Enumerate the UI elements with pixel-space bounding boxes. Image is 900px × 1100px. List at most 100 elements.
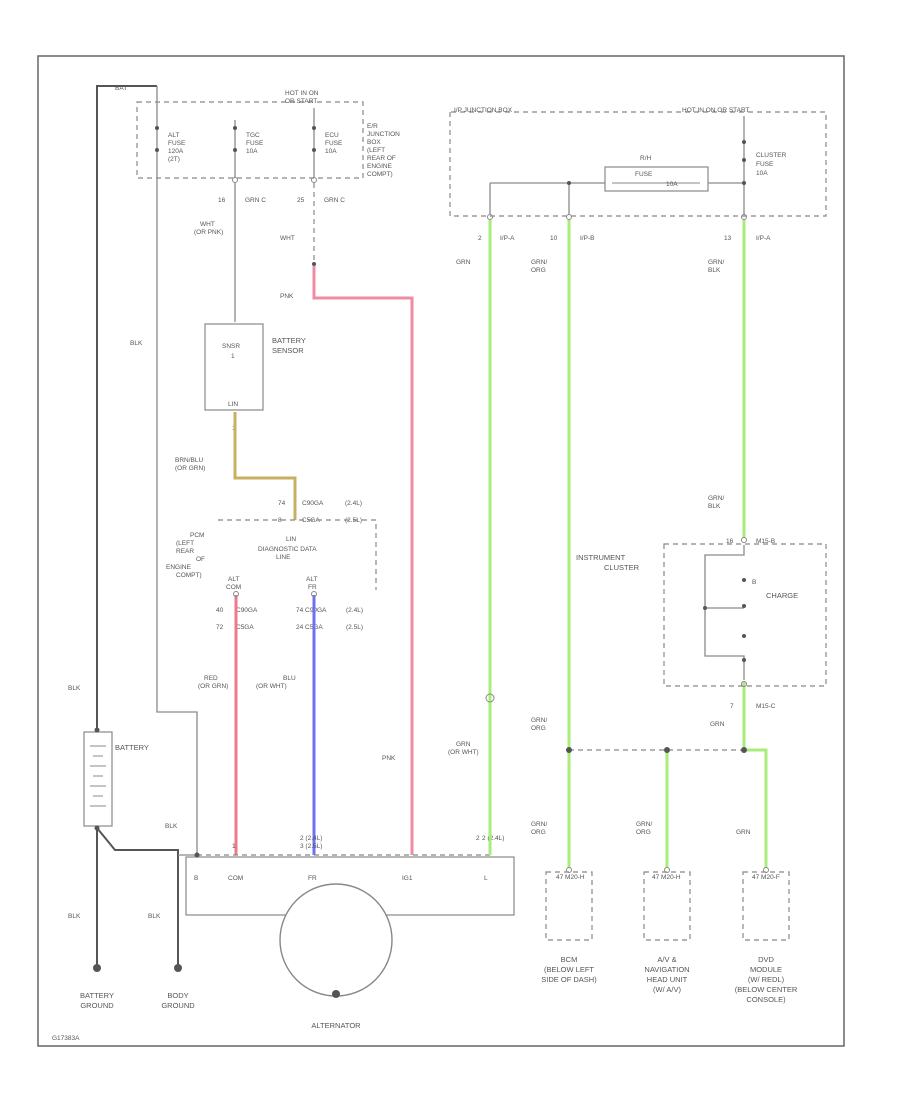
pnk-wire <box>312 266 414 855</box>
lin-pcm-label: LIN <box>286 536 296 543</box>
svg-text:(LEFT: (LEFT <box>176 540 194 547</box>
instrument-cluster-label: INSTRUMENT <box>576 553 626 562</box>
charge-indicator-label: CHARGE <box>766 591 798 600</box>
alt-fuse: ALT FUSE 120A (2T) <box>155 126 186 163</box>
battery-ground-label: BATTERY <box>80 991 114 1000</box>
battery-sensor-label-2: SENSOR <box>272 346 304 355</box>
hot-run-label-2: OR START <box>285 98 317 105</box>
dvd-label-4: (BELOW CENTER <box>735 985 798 994</box>
alt-pin-5: 2 (2.4L) <box>482 835 504 842</box>
diag-line-label-2: LINE <box>276 554 291 561</box>
battery-sensor-label: BATTERY <box>272 336 306 345</box>
cluster-internal-wire <box>704 545 745 680</box>
blk-battery-label: BLK <box>165 823 178 830</box>
ip-a-pin-13: 13 <box>724 235 732 242</box>
body-ground-label: BODY <box>167 991 188 1000</box>
alt-fr-label: ALT <box>306 576 317 583</box>
bat-main-wire <box>156 86 198 855</box>
m15b-pin: 16 <box>726 538 734 545</box>
grn-org-label-1: GRN/ <box>531 259 547 266</box>
blu-label-2: (OR WHT) <box>256 683 287 690</box>
red-label-2: (OR GRN) <box>198 683 228 690</box>
ecu-fuse: ECU FUSE 10A <box>312 108 343 178</box>
rh-fuse-label: R/H <box>640 155 652 162</box>
cluster-pin-b: B <box>752 579 756 586</box>
svg-text:E/R: E/R <box>367 123 378 130</box>
conn-8: 8 <box>278 517 282 524</box>
battery-ground-dot <box>93 964 101 972</box>
blk-ground-label-2: BLK <box>148 913 161 920</box>
dvd-label-3: (W/ REDL) <box>748 975 785 984</box>
av-label-2: NAVIGATION <box>644 965 689 974</box>
alt-pin-3: 3 (2.5L) <box>300 843 322 850</box>
or-pnk-label: (OR PNK) <box>194 229 223 236</box>
diag-line-label: DIAGNOSTIC DATA <box>258 546 317 553</box>
conn-25: 25 <box>297 197 305 204</box>
grn-blk-label-2b: BLK <box>708 503 721 510</box>
conn-c90ga: C90GA <box>302 500 324 507</box>
alt-pin-1: 1 <box>232 843 236 850</box>
grn-org-label-3b: ORG <box>531 829 546 836</box>
grn-org-label-1b: ORG <box>531 267 546 274</box>
svg-text:OF: OF <box>196 556 205 563</box>
grn-org-label-2: GRN/ <box>531 717 547 724</box>
svg-text:REAR: REAR <box>176 548 194 555</box>
pin-c90ga: C90GA <box>236 607 258 614</box>
bat-label: BAT <box>115 85 127 92</box>
pnk-label-bottom: PNK <box>382 755 396 762</box>
blu-label: BLU <box>283 675 296 682</box>
blk-ground-label-1: BLK <box>68 913 81 920</box>
grn-org-label-4b: ORG <box>636 829 651 836</box>
alt-com-label-2: COM <box>226 584 241 591</box>
er-junction-box-outline <box>136 101 364 179</box>
ip-junction-box-outline <box>449 111 827 217</box>
svg-text:(LEFT: (LEFT <box>367 147 385 154</box>
alt-fr-label-2: FR <box>308 584 317 591</box>
av-label-4: (W/ A/V) <box>653 985 681 994</box>
ip-b-label: I/P-B <box>580 235 594 242</box>
tgc-fuse: TGC FUSE 10A <box>233 120 264 178</box>
svg-text:ALT: ALT <box>168 132 179 139</box>
svg-text:10A: 10A <box>325 148 337 155</box>
conn-16: 16 <box>218 197 226 204</box>
ip-junction-box-label: I/P JUNCTION BOX <box>454 107 513 114</box>
hot-run-label: HOT IN ON <box>285 90 319 97</box>
ip-b-pin-10: 10 <box>550 235 558 242</box>
alt-term-l: L <box>484 875 488 882</box>
grn-label-end: GRN <box>736 829 751 836</box>
alt-pin-2: 2 (2.4L) <box>300 835 322 842</box>
rh-fuse-label-2: FUSE <box>635 171 653 178</box>
alt-term-fr: FR <box>308 875 317 882</box>
red-label: RED <box>204 675 218 682</box>
alt-term-ig1: IG1 <box>402 875 413 882</box>
pin-right-4: (2.5L) <box>346 624 363 631</box>
m15c-label: M15-C <box>756 703 776 710</box>
pin-72: 72 <box>216 624 224 631</box>
conn-grn-c-2: GRN C <box>324 197 345 204</box>
rh-fuse-label-3: 10A <box>666 181 678 188</box>
wht-label-2: WHT <box>280 235 295 242</box>
svg-text:10A: 10A <box>246 148 258 155</box>
svg-text:(2T): (2T) <box>168 156 180 163</box>
grn-org-label-2b: ORG <box>531 725 546 732</box>
er-junction-box-label: E/R JUNCTION BOX (LEFT REAR OF ENGINE CO… <box>367 123 400 178</box>
bcm-box <box>545 871 593 941</box>
hot-run-right-label: HOT IN ON OR START <box>682 107 750 114</box>
sensor-label: SNSR <box>222 343 240 350</box>
av-label: A/V & <box>657 955 676 964</box>
svg-text:120A: 120A <box>168 148 184 155</box>
dvd-label-5: CONSOLE) <box>746 995 786 1004</box>
battery-ground-label-2: GROUND <box>80 1001 114 1010</box>
alt-com-label: ALT <box>228 576 239 583</box>
svg-text:FUSE: FUSE <box>246 140 264 147</box>
alt-pin-4: 2 <box>476 835 480 842</box>
svg-text:ENGINE: ENGINE <box>367 163 393 170</box>
dvd-connector: 47 M20-F <box>752 874 780 881</box>
grn-label-1: GRN <box>456 259 471 266</box>
grn-or-wht-label: GRN <box>456 741 471 748</box>
dvd-module-box <box>742 871 790 941</box>
instrument-cluster-outline <box>663 543 827 687</box>
alt-term-com: COM <box>228 875 243 882</box>
grn-blk-label-2: GRN/ <box>708 495 724 502</box>
